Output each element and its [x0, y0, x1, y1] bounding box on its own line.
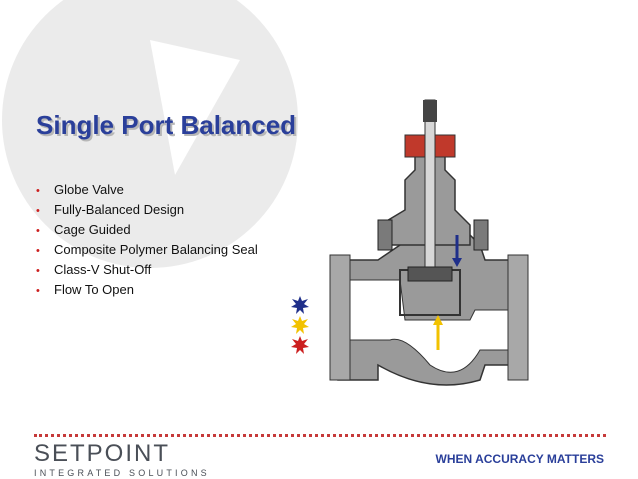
- yellow-splat-icon: [291, 316, 309, 334]
- footer-tagline: WHEN ACCURACY MATTERS: [435, 452, 604, 466]
- bullet-icon: •: [36, 265, 40, 277]
- brand-logo: SETPOINT INTEGRATED SOLUTIONS: [34, 440, 210, 479]
- footer-divider: [34, 434, 606, 437]
- left-flange: [329, 254, 351, 381]
- red-splat-icon: [291, 336, 309, 354]
- valve-stem: [424, 99, 436, 271]
- stem-arrow-head: [452, 258, 462, 267]
- bullet-icon: •: [36, 285, 40, 297]
- right-flange: [507, 254, 529, 381]
- packing-nut-left: [404, 134, 428, 158]
- color-legend-splats: [291, 296, 309, 354]
- bullet-item: • Composite Polymer Balancing Seal: [36, 240, 258, 260]
- bullet-text: Fully-Balanced Design: [54, 202, 185, 217]
- bullet-item: • Fully-Balanced Design: [36, 200, 258, 220]
- slide-title: Single Port Balanced: [36, 110, 297, 140]
- plug: [407, 266, 453, 282]
- bullet-text: Flow To Open: [54, 282, 134, 297]
- bullet-text: Class-V Shut-Off: [54, 262, 152, 277]
- bullet-text: Cage Guided: [54, 222, 131, 237]
- bullet-item: • Cage Guided: [36, 220, 258, 240]
- bullet-item: • Globe Valve: [36, 180, 258, 200]
- valve-cross-section: [329, 99, 529, 386]
- bullet-icon: •: [36, 185, 40, 197]
- bullet-text: Composite Polymer Balancing Seal: [54, 242, 258, 257]
- blue-splat-icon: [291, 296, 309, 314]
- bullet-icon: •: [36, 225, 40, 237]
- stem-thread: [423, 100, 437, 122]
- bullet-item: • Flow To Open: [36, 280, 258, 300]
- bullet-text: Globe Valve: [54, 182, 124, 197]
- flow-arrow-head: [433, 315, 443, 325]
- brand-name: SETPOINT: [34, 440, 171, 467]
- bonnet-bolt-left: [377, 219, 393, 251]
- bonnet-bolt-right: [473, 219, 489, 251]
- bullet-list: • Globe Valve • Fully-Balanced Design • Cag…: [36, 180, 258, 300]
- bullet-icon: •: [36, 245, 40, 257]
- brand-subtitle: INTEGRATED SOLUTIONS: [34, 468, 210, 478]
- packing-nut-right: [432, 134, 456, 158]
- bullet-item: • Class-V Shut-Off: [36, 260, 258, 280]
- bullet-icon: •: [36, 205, 40, 217]
